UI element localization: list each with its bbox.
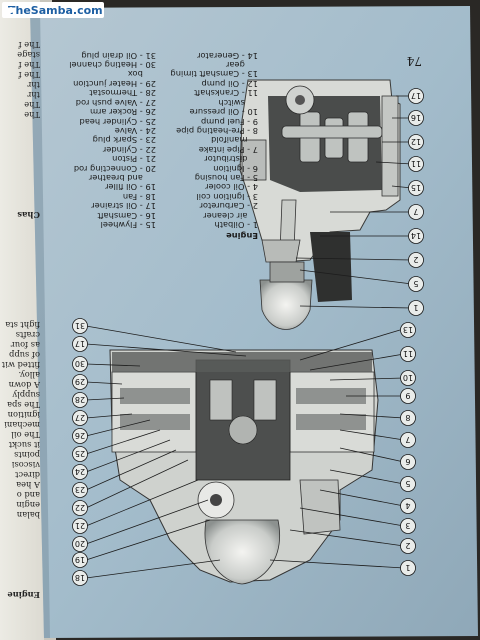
page-number: 74	[406, 54, 422, 68]
left-heading-chas: Chas	[17, 210, 40, 220]
top-callout-leaders	[295, 95, 413, 309]
callout-left-21: 21	[72, 518, 88, 534]
svg-text:18: 18	[75, 573, 85, 582]
callout-right-4: 4	[400, 498, 416, 514]
left-lines-b: balan engin and o A hea direct viscosi p…	[1, 320, 40, 520]
svg-text:26: 26	[75, 431, 85, 440]
svg-text:17: 17	[75, 339, 85, 348]
callout-left-23: 23	[72, 482, 88, 498]
callout-top-15: 15	[408, 180, 424, 196]
svg-text:8: 8	[405, 413, 410, 422]
callout-top-16: 16	[408, 110, 424, 126]
callout-top-5: 5	[408, 276, 424, 292]
thesamba-watermark: TheSamba.com	[2, 2, 104, 18]
callout-top-14: 14	[408, 228, 424, 244]
callout-left-25: 25	[72, 446, 88, 462]
svg-text:4: 4	[405, 501, 410, 510]
callout-right-2: 2	[400, 538, 416, 554]
callout-left-31: 31	[72, 318, 88, 334]
svg-text:29: 29	[75, 377, 85, 386]
legend-block: Engine 1 - Oilbath air cleaner 2 - Carbu…	[48, 40, 258, 241]
callout-left-18: 18	[72, 570, 88, 586]
svg-text:17: 17	[411, 91, 421, 100]
svg-text:1: 1	[405, 563, 410, 572]
callout-left-30: 30	[72, 356, 88, 372]
callout-right-13: 13	[400, 322, 416, 338]
engine-side-view-illustration	[239, 79, 401, 330]
watermark-text: TheSamba.com	[8, 3, 103, 17]
engine-front-view-illustration	[109, 349, 379, 585]
svg-text:5: 5	[405, 479, 410, 488]
callout-left-27: 27	[72, 410, 88, 426]
svg-text:30: 30	[75, 359, 85, 368]
callout-left-26: 26	[72, 428, 88, 444]
callout-right-6: 6	[400, 454, 416, 470]
callout-left-20: 20	[72, 536, 88, 552]
svg-text:16: 16	[411, 113, 421, 122]
svg-text:5: 5	[413, 279, 418, 288]
svg-text:21: 21	[75, 521, 85, 530]
callout-left-24: 24	[72, 464, 88, 480]
callout-left-17: 17	[72, 336, 88, 352]
callout-right-7: 7	[400, 432, 416, 448]
svg-text:11: 11	[411, 159, 421, 168]
left-lines-a: The The thr thr The f The f stage The f	[17, 40, 40, 120]
svg-text:19: 19	[75, 555, 85, 564]
svg-text:14: 14	[411, 231, 421, 240]
svg-text:3: 3	[405, 521, 410, 530]
svg-text:22: 22	[75, 503, 85, 512]
svg-text:2: 2	[413, 255, 418, 264]
svg-text:23: 23	[75, 485, 85, 494]
bottom-left-leaders	[85, 325, 247, 579]
svg-text:13: 13	[403, 325, 413, 334]
callout-left-29: 29	[72, 374, 88, 390]
callout-top-12: 12	[408, 134, 424, 150]
callout-top-2: 2	[408, 252, 424, 268]
callout-top-17: 17	[408, 88, 424, 104]
svg-text:25: 25	[75, 449, 85, 458]
callout-right-8: 8	[400, 410, 416, 426]
callout-right-10: 10	[400, 370, 416, 386]
callout-right-1: 1	[400, 560, 416, 576]
svg-text:12: 12	[411, 137, 421, 146]
callout-left-22: 22	[72, 500, 88, 516]
left-heading-engine: Engine	[7, 590, 40, 600]
bottom-right-leaders	[269, 329, 405, 569]
svg-text:9: 9	[405, 391, 410, 400]
svg-text:28: 28	[75, 395, 85, 404]
svg-text:24: 24	[75, 467, 85, 476]
svg-text:1: 1	[413, 303, 418, 312]
callout-right-9: 9	[400, 388, 416, 404]
callout-top-7: 7	[408, 204, 424, 220]
callout-left-28: 28	[72, 392, 88, 408]
svg-text:20: 20	[75, 539, 85, 548]
legend-col2: 15 - Flywheel 16 - Camshaft 17 - Oil str…	[69, 50, 156, 230]
svg-text:6: 6	[405, 457, 410, 466]
svg-text:31: 31	[75, 321, 85, 330]
callout-top-11: 11	[408, 156, 424, 172]
svg-text:15: 15	[411, 183, 421, 192]
page-number-wrap: 74	[398, 52, 422, 68]
svg-text:10: 10	[403, 373, 413, 382]
svg-text:27: 27	[75, 413, 85, 422]
svg-text:7: 7	[413, 207, 418, 216]
legend-col1: 1 - Oilbath air cleaner 2 - Carburetor 3…	[170, 50, 258, 230]
callout-right-5: 5	[400, 476, 416, 492]
svg-text:2: 2	[405, 541, 410, 550]
callout-right-11: 11	[400, 346, 416, 362]
callout-top-1: 1	[408, 300, 424, 316]
callout-left-19: 19	[72, 552, 88, 568]
legend-heading: Engine	[226, 231, 258, 241]
callout-right-3: 3	[400, 518, 416, 534]
svg-text:11: 11	[403, 349, 413, 358]
svg-text:7: 7	[405, 435, 410, 444]
